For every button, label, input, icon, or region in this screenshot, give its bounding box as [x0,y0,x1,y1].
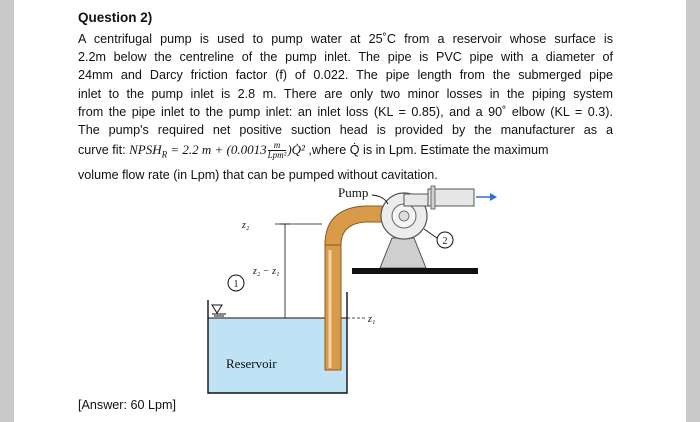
question-title: Question 2) [78,10,153,25]
answer-text: [Answer: 60 Lpm] [78,398,176,412]
pump-floor [352,268,478,274]
pump-label: Pump [338,185,368,200]
formula-lhs-sub: R [161,149,168,160]
problem-line-6: The pump's required net positive suction… [78,123,613,138]
point-1-marker [227,274,245,292]
formula-rhs-a: = 2.2 m + (0.0013 [167,142,267,158]
suction-pipe [324,241,342,371]
formula-frac-den: Lpm² [267,150,287,161]
formula-lhs: NPSH [129,142,162,158]
reservoir-walls [207,292,348,394]
problem-line-4: inlet to the pump inlet is 2.8 m. There … [78,86,613,101]
problem-text: A centrifugal pump is used to pump water… [78,30,613,184]
point-2-marker [436,231,454,249]
pump-base [379,237,427,269]
problem-line-3: 24mm and Darcy friction factor (f) of 0.… [78,68,613,83]
point-2-label: 2 [443,236,448,247]
problem-line-5: from the pipe inlet to the pump inlet: a… [78,104,613,119]
point-1-label: 1 [234,279,239,290]
reservoir-water [208,318,347,393]
problem-line-2: 2.2m below the centreline of the pump in… [78,50,613,65]
formula-tail: ,where Q̇ is in Lpm. Estimate the maximu… [304,143,549,158]
z1-label: z₁ [367,314,375,325]
formula-lead: curve fit: [78,143,130,158]
discharge-pipe [427,188,475,207]
problem-line-1: A centrifugal pump is used to pump water… [78,32,613,46]
formula-rhs-b: )Q̇² [287,142,305,158]
z2-label: z₂ [241,220,250,231]
water-level-symbol [211,304,226,317]
reservoir-label: Reservoir [226,356,277,371]
formula-frac-num: m [267,141,287,152]
problem-last-line: volume flow rate (in Lpm) that can be pu… [78,167,438,182]
z2-z1-label: z₂ − z₁ [252,266,279,277]
